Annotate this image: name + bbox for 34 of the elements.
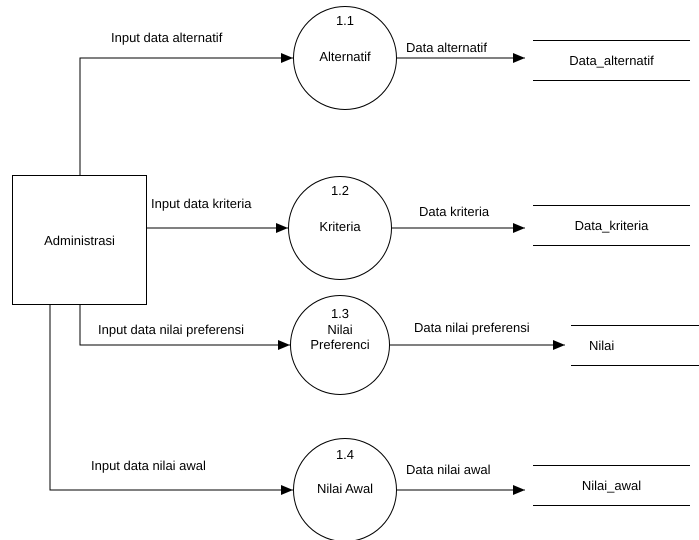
edge-label: Data alternatif: [405, 40, 488, 55]
arrow: [80, 304, 290, 350]
arrow: [80, 53, 294, 176]
process-number: 1.3: [330, 306, 350, 321]
edge-label: Input data nilai preferensi: [97, 322, 245, 337]
arrow: [396, 53, 526, 63]
edge-label: Data nilai preferensi: [413, 320, 531, 335]
edge-label: Input data nilai awal: [90, 458, 207, 473]
arrow: [146, 223, 288, 233]
process-name: Alternatif: [319, 50, 371, 65]
store-name: Nilai: [589, 338, 614, 353]
arrow: [390, 340, 566, 350]
store-name: Nilai_awal: [582, 478, 642, 493]
store-name: Data_alternatif: [569, 53, 654, 68]
arrow: [50, 304, 294, 495]
edge-label: Data kriteria: [418, 204, 490, 219]
edge-label: Data nilai awal: [405, 462, 492, 477]
store-name: Data_kriteria: [574, 218, 648, 233]
entity-name: Administrasi: [44, 232, 115, 248]
process-name: Kriteria: [319, 220, 361, 235]
entity-box: [12, 175, 147, 305]
process-number: 1.1: [336, 13, 354, 28]
process-name: Nilai Preferenci: [309, 323, 371, 353]
edge-label: Input data kriteria: [150, 196, 252, 211]
process-number: 1.2: [330, 183, 350, 198]
data-store: [533, 205, 690, 246]
arrow: [396, 485, 526, 495]
arrow: [392, 223, 526, 233]
data-store: [533, 465, 690, 506]
process-number: 1.4: [336, 447, 354, 462]
data-store: [533, 40, 690, 81]
data-store: [571, 325, 699, 366]
process-name: Nilai Awal: [316, 482, 374, 497]
edge-label: Input data alternatif: [110, 30, 224, 45]
